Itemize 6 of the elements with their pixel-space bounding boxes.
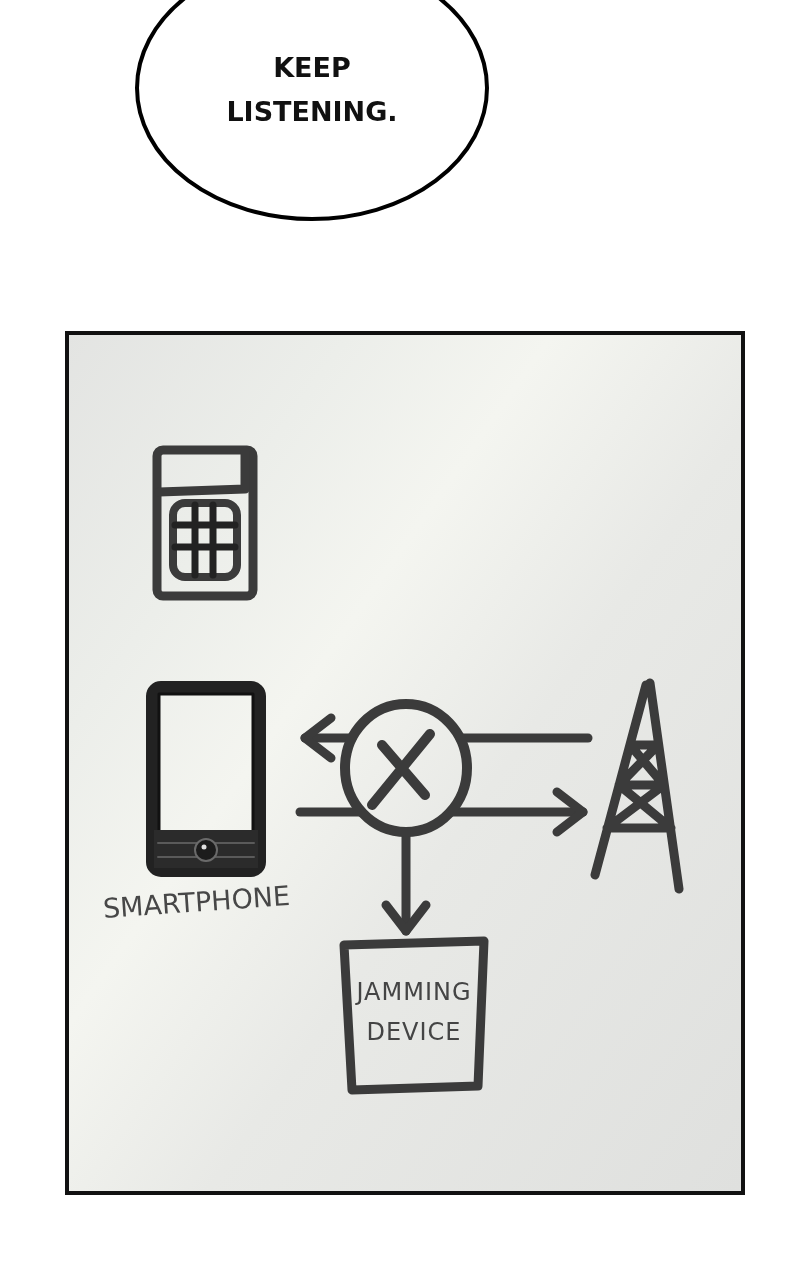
speech-bubble — [134, 0, 490, 222]
device-name: JAMMING DEVICE — [354, 977, 473, 1048]
comic-panel — [65, 331, 745, 1195]
speech-text: KEEP LISTENING. — [225, 51, 399, 129]
device-box — [338, 936, 490, 1096]
device-caption: SMARTPHONE — [101, 879, 291, 925]
